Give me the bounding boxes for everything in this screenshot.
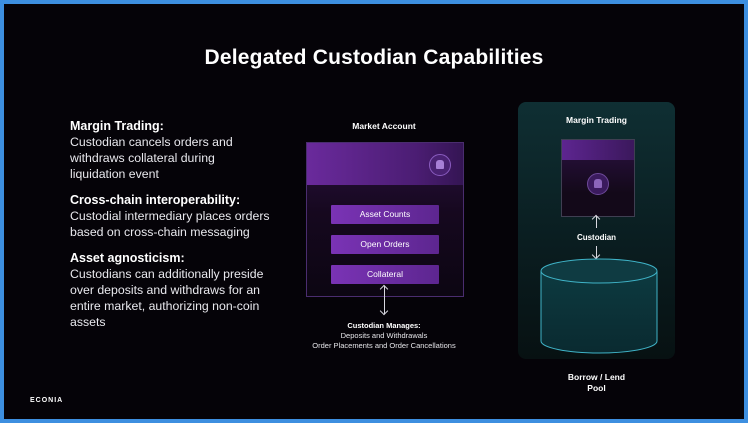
- pool-cylinder-icon: [540, 258, 658, 354]
- market-account-header: [307, 143, 463, 185]
- custodian-manages-line: Deposits and Withdrawals: [340, 331, 428, 340]
- capability-text: Custodians can additionally preside over…: [70, 267, 264, 329]
- capability-heading: Margin Trading:: [70, 119, 164, 133]
- slide: Delegated Custodian Capabilities Margin …: [4, 4, 744, 419]
- capability-item: Asset agnosticism: Custodians can additi…: [70, 250, 270, 330]
- slide-title: Delegated Custodian Capabilities: [204, 46, 544, 69]
- user-avatar-icon: [429, 154, 451, 176]
- custodian-label: Custodian: [576, 233, 617, 242]
- margin-trading-account-header: [562, 140, 634, 160]
- collateral-box: Collateral: [331, 265, 439, 284]
- margin-trading-label: Margin Trading: [566, 115, 627, 125]
- custodian-manages: Custodian Manages: Deposits and Withdraw…: [284, 321, 484, 351]
- open-orders-box: Open Orders: [331, 235, 439, 254]
- market-account-box: Asset Counts Open Orders Collateral: [306, 142, 464, 297]
- capability-item: Margin Trading: Custodian cancels orders…: [70, 118, 270, 182]
- market-account-label: Market Account: [352, 121, 416, 131]
- capabilities-list: Margin Trading: Custodian cancels orders…: [70, 118, 270, 340]
- up-arrow-icon: [596, 216, 606, 228]
- bidirectional-arrow-icon: [384, 286, 394, 314]
- custodian-manages-heading: Custodian Manages:: [347, 321, 421, 330]
- pool-label-line: Borrow / Lend: [567, 372, 626, 382]
- capability-item: Cross-chain interoperability: Custodial …: [70, 192, 270, 240]
- asset-counts-box: Asset Counts: [331, 205, 439, 224]
- down-arrow-icon: [596, 246, 606, 258]
- capability-text: Custodian cancels orders and withdraws c…: [70, 135, 233, 181]
- pool-label: Borrow / Lend Pool: [518, 372, 675, 394]
- capability-heading: Cross-chain interoperability:: [70, 193, 241, 207]
- custodian-manages-line: Order Placements and Order Cancellations: [312, 341, 456, 350]
- margin-trading-account-box: [561, 139, 635, 217]
- pool-label-line: Pool: [587, 383, 606, 393]
- econia-logo: ECONIA: [30, 397, 64, 404]
- capability-text: Custodial intermediary places orders bas…: [70, 209, 270, 239]
- capability-heading: Asset agnosticism:: [70, 251, 185, 265]
- user-avatar-icon: [587, 173, 609, 195]
